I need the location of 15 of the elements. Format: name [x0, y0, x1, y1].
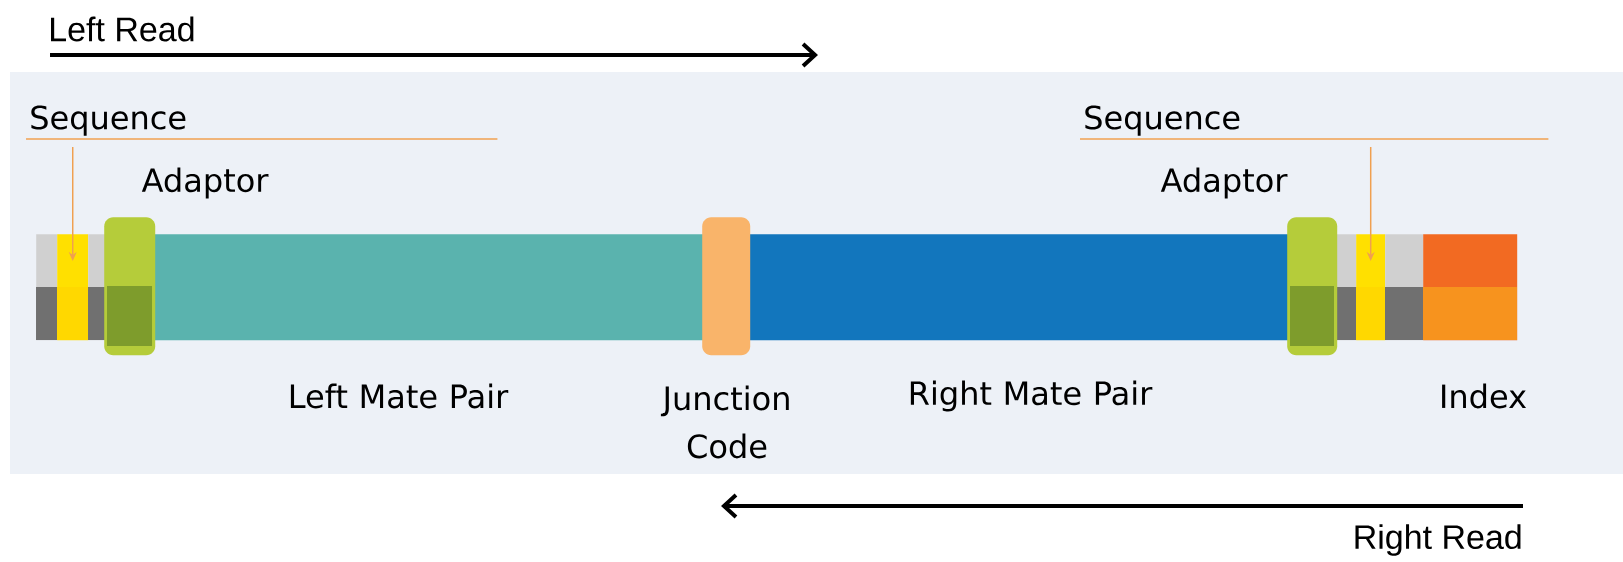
band-label: Index: [1442, 383, 1527, 409]
sequence-band: [1356, 234, 1386, 341]
band-label: Right Mate Pair: [910, 380, 1153, 412]
sequence-band: [36, 234, 58, 341]
read-label: Left Read: [51, 16, 194, 42]
underlined-heading: Sequence: [25, 105, 499, 140]
band-label: Left Mate Pair: [290, 383, 509, 409]
sequence-band: [1385, 234, 1424, 341]
underlined-heading: Sequence: [1079, 105, 1550, 140]
read-label: Right Read: [1355, 524, 1521, 556]
band-label: Adaptor: [141, 167, 269, 199]
sequence-band: [1335, 234, 1357, 341]
sequence-band: [57, 234, 89, 341]
band-label: Adaptor: [1160, 167, 1288, 199]
band-label: Junction Code: [660, 385, 789, 459]
